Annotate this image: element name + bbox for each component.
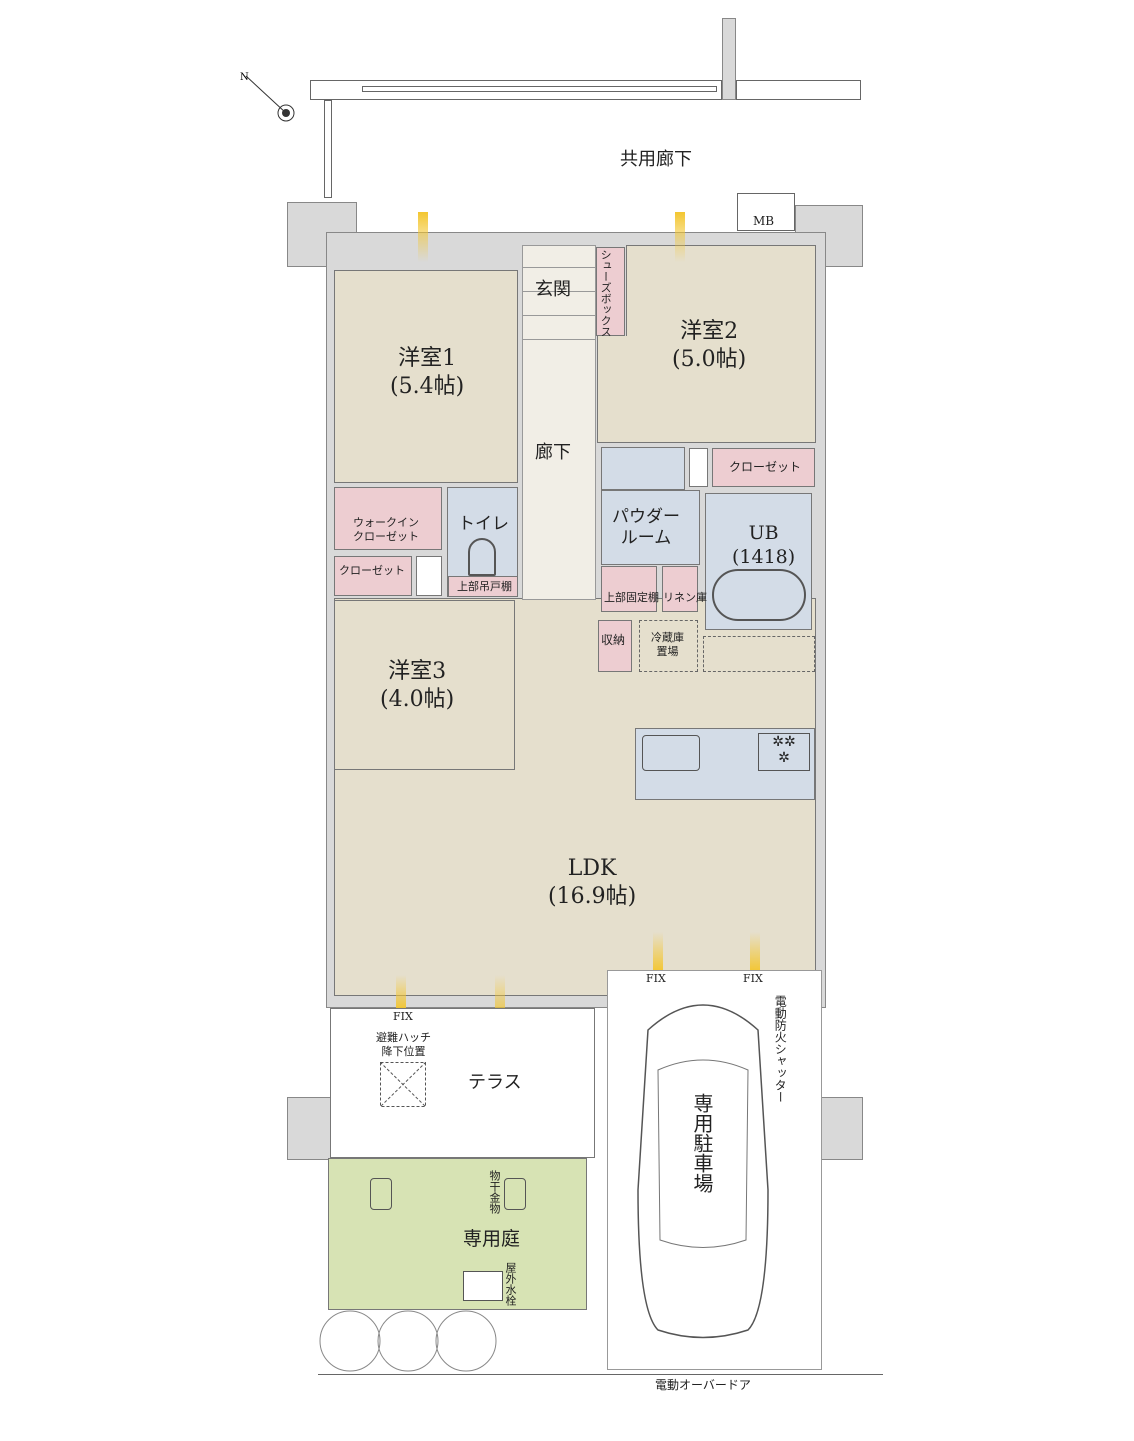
toilet-room: 上部吊戸棚 — [447, 487, 518, 597]
car-icon — [637, 1004, 769, 1339]
ldk-label: LDK(16.9帖) — [548, 855, 636, 910]
linen-storage: リネン庫 — [662, 566, 707, 612]
ldk-name: LDK — [567, 856, 617, 881]
light-icon — [495, 975, 505, 1023]
hallway-label: 廊下 — [535, 442, 571, 463]
toilet-label: トイレ — [458, 514, 509, 534]
shutter-label: 電動防火シャッター — [773, 995, 788, 1103]
storage-label: 収納 — [601, 633, 626, 647]
room2-name: 洋室2 — [680, 319, 739, 344]
corridor-railing — [310, 80, 722, 100]
fridge-label-1: 冷蔵庫 — [651, 631, 684, 644]
svg-text:N: N — [240, 72, 249, 83]
washbasin — [601, 447, 685, 490]
room1-label: 洋室1(5.4帖) — [390, 345, 464, 400]
faucet-icon — [463, 1271, 503, 1301]
powder-room — [601, 490, 700, 565]
stove-icon: ✲✲✲ — [758, 733, 810, 771]
hatch-label-2: 降下位置 — [381, 1044, 426, 1058]
walk-in-closet: ウォークインクローゼット — [334, 487, 442, 550]
closet-label: クローゼット — [729, 460, 802, 474]
terrace — [330, 1008, 595, 1158]
fridge-label: 冷蔵庫置場 — [651, 631, 684, 659]
parking-space — [607, 970, 822, 1370]
room2-label: 洋室2(5.0帖) — [672, 318, 746, 373]
fix-label: FIX — [646, 972, 666, 985]
terrace-label: テラス — [468, 1072, 522, 1093]
mb-box: MB — [737, 193, 795, 231]
upper-cabinet-label: 上部吊戸棚 — [457, 580, 512, 593]
private-garden — [328, 1158, 587, 1310]
room2-size: (5.0帖) — [672, 346, 747, 372]
bathtub-icon — [712, 569, 806, 621]
common-corridor-label: 共用廊下 — [620, 149, 692, 170]
parking-label: 専用駐車場 — [690, 1093, 714, 1193]
upper-shelf: 上部固定棚 — [601, 566, 659, 612]
western-room-1 — [334, 270, 518, 483]
light-icon — [653, 932, 663, 972]
powder-label-1: パウダー — [612, 507, 680, 527]
closet-room2: クローゼット — [712, 448, 815, 487]
genkan-label: 玄関 — [535, 279, 571, 300]
western-room-2-alcove — [597, 336, 627, 443]
shoe-box: シューズボックス — [596, 247, 625, 337]
fix-label: FIX — [393, 1010, 413, 1023]
escape-hatch-icon — [380, 1062, 426, 1107]
wall-segment — [722, 18, 736, 100]
ub-size: (1418) — [732, 545, 796, 568]
corridor-edge — [736, 80, 861, 100]
corridor-wall — [324, 100, 332, 198]
shrubs-icon — [319, 1310, 497, 1372]
laundry-pole-icon — [370, 1178, 392, 1210]
wic-label-1: ウォークイン — [353, 516, 419, 529]
western-room-2 — [626, 245, 816, 443]
toilet-cabinet: 上部吊戸棚 — [448, 576, 518, 597]
fridge-space: 冷蔵庫置場 — [639, 620, 698, 672]
laundry-pole-icon — [504, 1178, 526, 1210]
light-icon — [396, 975, 406, 1010]
closet-room3: クローゼット — [334, 556, 412, 596]
linen-label: リネン庫 — [663, 591, 707, 604]
kitchen-counter: ✲✲✲ — [635, 728, 815, 800]
overhead-door-label: 電動オーバードア — [655, 1378, 751, 1392]
room3-label: 洋室3(4.0帖) — [380, 658, 454, 713]
western-room-3 — [334, 600, 515, 770]
wic-label: ウォークインクローゼット — [353, 516, 419, 544]
room3-size: (4.0帖) — [380, 686, 455, 712]
faucet-label: 屋外水栓 — [504, 1262, 517, 1306]
garden-label: 専用庭 — [463, 1228, 521, 1250]
pipe-space — [416, 556, 442, 596]
closet2-label: クローゼット — [339, 564, 405, 577]
shoe-box-label: シューズボックス — [599, 249, 613, 337]
powder-label-2: ルーム — [620, 528, 672, 549]
powder-room-label: パウダールーム — [612, 507, 680, 550]
upper-shelf-label: 上部固定棚 — [604, 591, 659, 604]
upper-cabinet-kitchen — [703, 636, 815, 672]
mb-label: MB — [753, 214, 775, 228]
storage: 収納 — [598, 620, 632, 672]
toilet-icon — [468, 538, 496, 576]
room3-name: 洋室3 — [388, 659, 447, 684]
entrance — [522, 245, 596, 340]
ventilation-icon — [675, 212, 685, 262]
sink-icon — [642, 735, 700, 771]
laundry-hardware-label: 物干金物 — [488, 1170, 501, 1214]
ldk-size: (16.9帖) — [548, 883, 637, 909]
wic-label-2: クローゼット — [353, 529, 419, 543]
light-icon — [750, 932, 760, 972]
hatch-label-1: 避難ハッチ — [376, 1031, 431, 1044]
room1-size: (5.4帖) — [390, 373, 465, 399]
railing-inner — [362, 86, 717, 92]
ventilation-icon — [418, 212, 428, 262]
room1-name: 洋室1 — [398, 346, 457, 371]
pipe-space — [689, 448, 708, 487]
ub-name: UB — [748, 522, 779, 544]
ub-label: UB(1418) — [732, 522, 795, 570]
fix-label: FIX — [743, 972, 763, 985]
boundary-line — [318, 1374, 883, 1375]
fridge-label-2: 置場 — [656, 644, 679, 658]
hatch-label: 避難ハッチ降下位置 — [376, 1031, 431, 1059]
unit-bath — [705, 493, 812, 630]
compass-icon: N — [240, 72, 295, 122]
